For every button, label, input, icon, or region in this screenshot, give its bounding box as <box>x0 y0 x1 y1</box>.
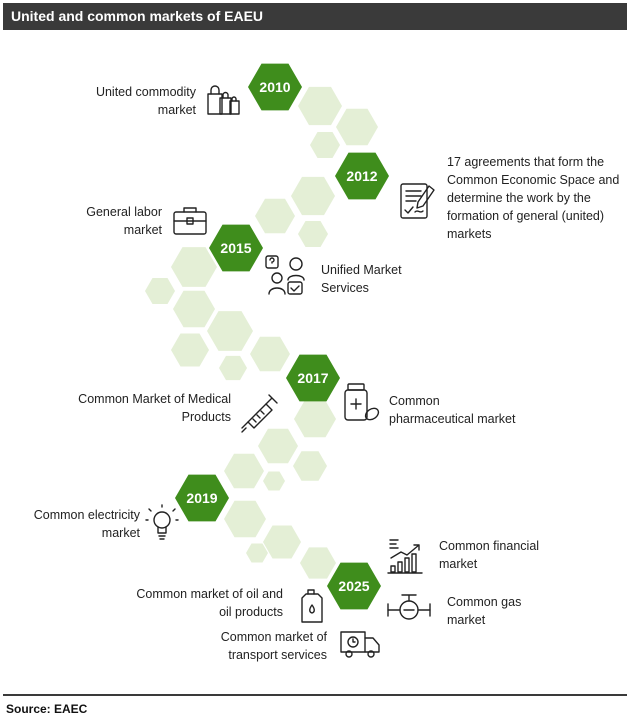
year-label-2017: 2017 <box>297 370 328 386</box>
growth-chart-icon <box>387 539 423 574</box>
light-hexagon <box>246 543 268 563</box>
delivery-truck-icon <box>340 631 380 658</box>
year-label-2015: 2015 <box>220 240 251 256</box>
light-hexagon <box>224 453 264 489</box>
briefcase-icon <box>173 207 207 235</box>
footer-divider <box>3 694 627 696</box>
light-hexagon <box>171 247 217 287</box>
service-people-icon <box>265 255 305 295</box>
year-hexagons: 2010 2012 2015 2017 2019 2025 <box>175 63 389 610</box>
year-hex-2012: 2012 <box>335 152 389 200</box>
page-title: United and common markets of EAEU <box>11 8 264 24</box>
year-hex-2015: 2015 <box>209 224 263 272</box>
gas-valve-icon <box>387 594 431 620</box>
light-hexagon <box>291 176 335 216</box>
light-hexagon <box>258 428 298 464</box>
oil-canister-icon <box>301 589 323 623</box>
source-note: Source: EAEC <box>6 702 88 716</box>
year-label-2010: 2010 <box>259 79 290 95</box>
syringe-icon <box>241 394 278 433</box>
shopping-bags-icon <box>207 85 240 115</box>
light-hexagon <box>207 311 253 351</box>
light-hexagon <box>293 451 327 481</box>
light-hexagon <box>298 86 342 126</box>
year-hex-2019: 2019 <box>175 474 229 522</box>
year-label-2012: 2012 <box>346 168 377 184</box>
light-hexagon <box>310 132 340 158</box>
year-hex-2025: 2025 <box>327 562 381 610</box>
light-hexagon <box>255 198 295 234</box>
light-hexagon <box>145 278 175 304</box>
light-hexagon <box>300 547 336 579</box>
light-hexagon <box>336 108 378 146</box>
light-hexagon <box>171 333 209 367</box>
light-hexagon <box>219 355 247 381</box>
light-hexagon <box>298 221 328 247</box>
light-hexagon <box>250 336 290 372</box>
light-hexagon <box>294 400 336 438</box>
light-bulb-icon <box>145 504 179 540</box>
year-label-2019: 2019 <box>186 490 217 506</box>
light-hexagon <box>263 525 301 559</box>
light-hexagon <box>224 500 266 538</box>
year-label-2025: 2025 <box>338 578 369 594</box>
light-hexagons <box>145 86 378 579</box>
light-hexagon <box>173 290 215 328</box>
year-hex-2010: 2010 <box>248 63 302 111</box>
medicine-bottle-icon <box>344 383 380 421</box>
signed-document-icon <box>400 183 435 219</box>
title-bar: United and common markets of EAEU <box>3 3 627 30</box>
light-hexagon <box>263 471 285 491</box>
year-hex-2017: 2017 <box>286 354 340 402</box>
